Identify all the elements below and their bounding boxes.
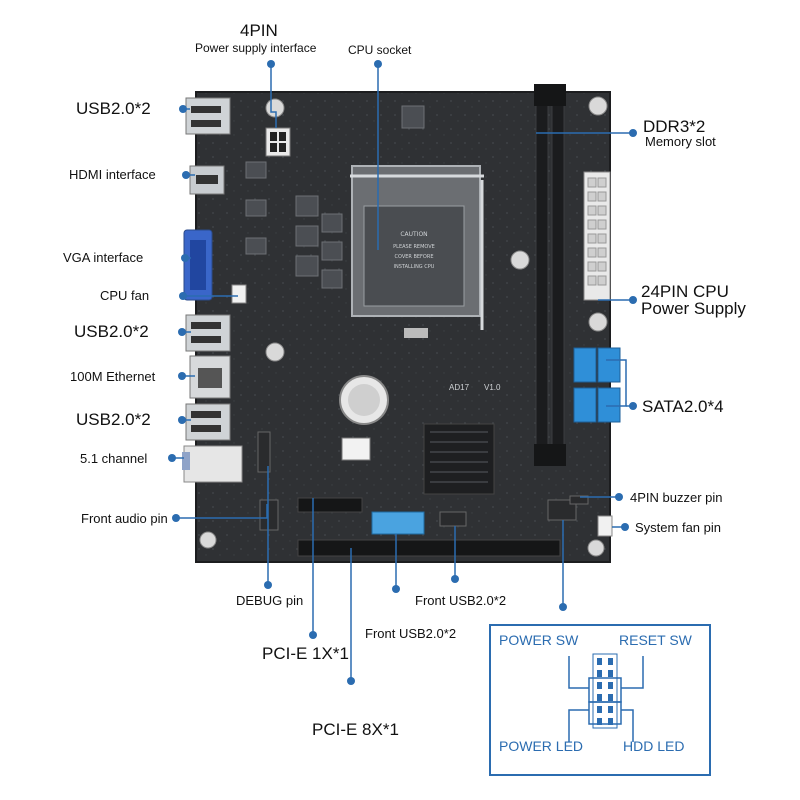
label-usb-low: USB2.0*2 [76,410,151,429]
front-panel-pin-diagram [568,653,644,742]
system-fan-header [597,515,613,537]
label-hdd-led: HDD LED [623,738,685,754]
cpu-fan-header [231,284,247,304]
pcie-8x-slot [297,539,561,557]
label-atx-2: Power Supply [641,299,746,318]
label-memory-slot: Memory slot [645,134,716,149]
label-front-usb-a: Front USB2.0*2 [365,626,457,641]
usb-port-top [185,97,231,135]
screw-hole [199,531,217,549]
front-audio-header [259,499,279,531]
screw-hole [588,312,608,332]
front-usb-header-blue [371,511,425,535]
label-sys-fan: System fan pin [635,520,721,535]
label-front-usb-b: Front USB2.0*2 [415,593,507,608]
label-pcie1x: PCI-E 1X*1 [262,644,349,663]
svg-text:COVER BEFORE: COVER BEFORE [394,254,433,260]
label-debug: DEBUG pin [236,593,304,608]
debug-header [257,431,271,473]
screw-hole [265,342,285,362]
vrm-chokes [245,105,425,289]
usb-port-mid [185,314,231,352]
label-sata: SATA2.0*4 [642,397,724,416]
label-reset-sw: RESET SW [619,632,692,648]
svg-text:INSTALLING CPU: INSTALLING CPU [394,264,435,270]
label-pcie8x: PCI-E 8X*1 [312,720,399,739]
screw-hole [510,250,530,270]
label-usb-top: USB2.0*2 [76,99,151,118]
label-cpu-fan: CPU fan [100,288,150,303]
label-hdmi: HDMI interface [69,167,156,182]
label-ethernet: 100M Ethernet [70,369,156,384]
label-vga: VGA interface [63,250,144,265]
audio-jack-block [183,445,243,483]
label-atx-1: 24PIN CPU [641,282,729,301]
label-cpu-socket: CPU socket [348,43,412,57]
front-panel-pinout-box: POWER SW RESET SW POWER LED HDD LED [489,624,711,776]
label-5-1-channel: 5.1 channel [80,451,148,466]
svg-text:CAUTION: CAUTION [400,231,427,238]
label-usb-mid: USB2.0*2 [74,322,149,341]
front-usb-header-2 [439,511,467,527]
front-panel-header [547,499,577,521]
svg-text:PLEASE REMOVE: PLEASE REMOVE [393,244,435,250]
screw-hole [588,96,608,116]
label-4pin-title: 4PIN [240,21,278,40]
qr-sticker [341,437,371,461]
board-model: AD17 [449,383,470,392]
board-version: V1.0 [484,383,501,392]
hdmi-port [189,165,225,195]
pcie-1x-slot [297,497,363,513]
usb-port-low [185,403,231,441]
sata-ports [573,347,621,423]
label-4pin-sub: Power supply interface [195,41,317,55]
label-power-sw: POWER SW [499,632,579,648]
label-ddr3: DDR3*2 [643,117,706,136]
buzzer-header [569,495,589,505]
label-power-led: POWER LED [499,738,584,754]
screw-hole [587,539,605,557]
label-front-audio: Front audio pin [81,511,168,526]
label-buzzer: 4PIN buzzer pin [630,490,723,505]
